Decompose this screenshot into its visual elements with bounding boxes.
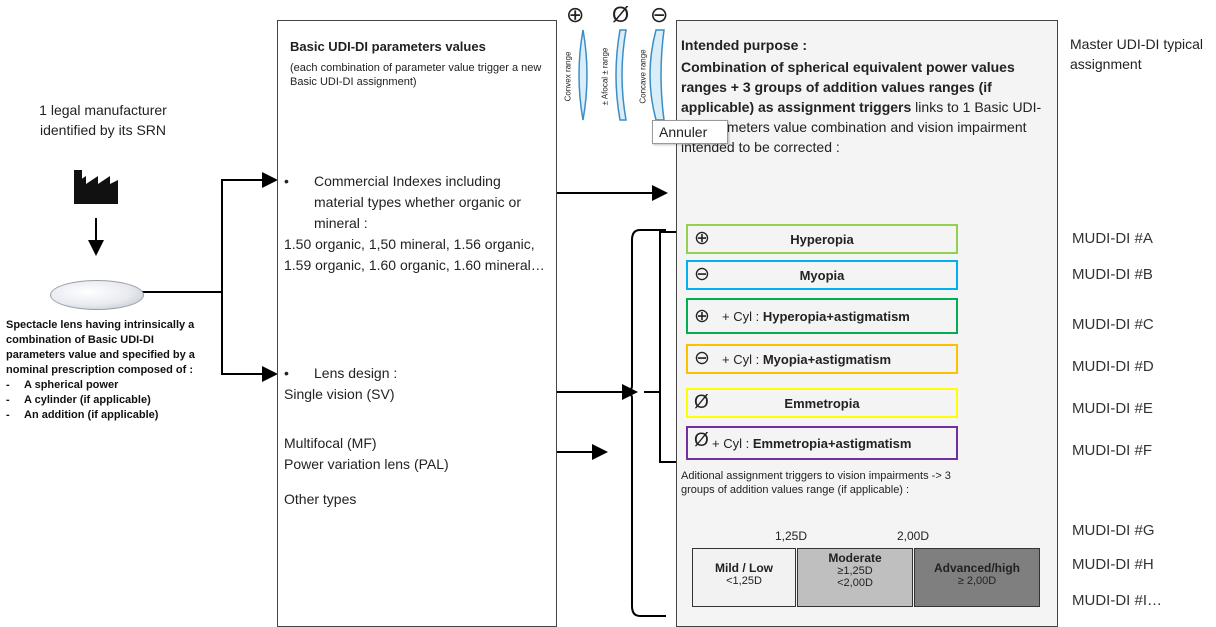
- design-other: Other types: [284, 491, 357, 507]
- group-mild: Mild / Low <1,25D: [692, 548, 796, 607]
- mudi-item-f: MUDI-DI #F: [1072, 442, 1152, 459]
- convex-range-label: Convex range: [563, 51, 573, 102]
- intended-purpose-title: Intended purpose :: [681, 37, 807, 53]
- indexes-values: 1.50 organic, 1,50 mineral, 1.56 organic…: [284, 236, 545, 273]
- mudi-item-h: MUDI-DI #H: [1072, 556, 1154, 573]
- intended-purpose-normal: links to 1 Basic UDI-DI parameters value…: [681, 99, 1042, 155]
- design-bullet: Lens design :: [314, 365, 398, 381]
- intended-purpose-bold: Combination of spherical equivalent powe…: [681, 59, 1015, 115]
- mudi-item-g: MUDI-DI #G: [1072, 522, 1155, 539]
- mudi-item-b: MUDI-DI #B: [1072, 266, 1153, 283]
- design-mf-block: Multifocal (MF) Power variation lens (PA…: [284, 433, 449, 475]
- design-pal: Power variation lens (PAL): [284, 456, 449, 472]
- minus-lens-icon: ⊖: [694, 264, 710, 285]
- mudi-item-i: MUDI-DI #I…: [1072, 592, 1162, 609]
- plus-lens-icon: ⊕: [694, 306, 710, 327]
- group-moderate: Moderate ≥1,25D <2,00D: [797, 548, 913, 607]
- vision-label: + Cyl : Hyperopia+astigmatism: [722, 309, 910, 324]
- vision-box-emmetropia: Ø Emmetropia: [686, 388, 958, 418]
- afocal-lens-icon: Ø: [694, 430, 709, 451]
- convex-symbol: ⊕: [566, 2, 585, 27]
- vision-label: Emmetropia: [784, 396, 860, 411]
- vision-box-hyperopia: ⊕ Hyperopia: [686, 224, 958, 254]
- manufacturer-label: 1 legal manufacturer identified by its S…: [39, 102, 167, 138]
- vision-box-emmetropia-astigmatism: Ø + Cyl : Emmetropia+astigmatism: [686, 426, 958, 460]
- afocal-range-label: ± Afocal ± range: [600, 47, 610, 106]
- mudi-item-d: MUDI-DI #D: [1072, 358, 1154, 375]
- factory-icon: [72, 166, 120, 206]
- afocal-symbol: Ø: [612, 2, 630, 27]
- plus-lens-icon: ⊕: [694, 228, 710, 249]
- vision-label: Hyperopia: [790, 232, 854, 247]
- vision-label: + Cyl : Emmetropia+astigmatism: [712, 436, 912, 451]
- addition-note: Aditional assignment triggers to vision …: [681, 470, 951, 496]
- parameters-panel: Basic UDI-DI parameters values (each com…: [277, 20, 557, 627]
- threshold-2: 2,00D: [897, 529, 930, 543]
- design-block: •Lens design : Single vision (SV): [284, 363, 397, 405]
- indexes-block: • Commercial Indexes including material …: [284, 171, 550, 276]
- master-heading: Master UDI-DI typical assignment: [1070, 36, 1204, 72]
- parameters-subheading: (each combination of parameter value tri…: [290, 62, 542, 88]
- minus-lens-icon: ⊖: [694, 348, 710, 369]
- vision-label: Myopia: [799, 268, 845, 283]
- group-advanced: Advanced/high ≥ 2,00D: [914, 548, 1040, 607]
- lens-icon: [50, 280, 144, 310]
- mudi-item-e: MUDI-DI #E: [1072, 400, 1153, 417]
- cancel-tooltip: Annuler: [652, 120, 728, 144]
- design-sv: Single vision (SV): [284, 386, 395, 402]
- lens-title: Spectacle lens having intrinsically a co…: [6, 319, 195, 376]
- lens-description: Spectacle lens having intrinsically a co…: [6, 318, 212, 423]
- indexes-bullet: Commercial Indexes including material ty…: [314, 173, 521, 231]
- afocal-lens-icon: Ø: [694, 392, 709, 413]
- vision-label: + Cyl : Myopia+astigmatism: [722, 352, 892, 367]
- vision-box-myopia: ⊖ Myopia: [686, 260, 958, 290]
- intended-purpose-body: Combination of spherical equivalent powe…: [681, 57, 1055, 157]
- vision-box-myopia-astigmatism: ⊖ + Cyl : Myopia+astigmatism: [686, 344, 958, 374]
- lens-item: -A spherical power: [6, 379, 119, 391]
- concave-symbol: ⊖: [650, 2, 669, 27]
- mudi-item-c: MUDI-DI #C: [1072, 316, 1154, 333]
- design-mf: Multifocal (MF): [284, 435, 377, 451]
- parameters-heading: Basic UDI-DI parameters values: [290, 39, 486, 54]
- lens-item: -An addition (if applicable): [6, 409, 159, 421]
- concave-range-label: Concave range: [638, 49, 648, 104]
- vision-box-hyperopia-astigmatism: ⊕ + Cyl : Hyperopia+astigmatism: [686, 298, 958, 334]
- threshold-1: 1,25D: [775, 529, 808, 543]
- mudi-item-a: MUDI-DI #A: [1072, 230, 1153, 247]
- lens-item: -A cylinder (if applicable): [6, 394, 151, 406]
